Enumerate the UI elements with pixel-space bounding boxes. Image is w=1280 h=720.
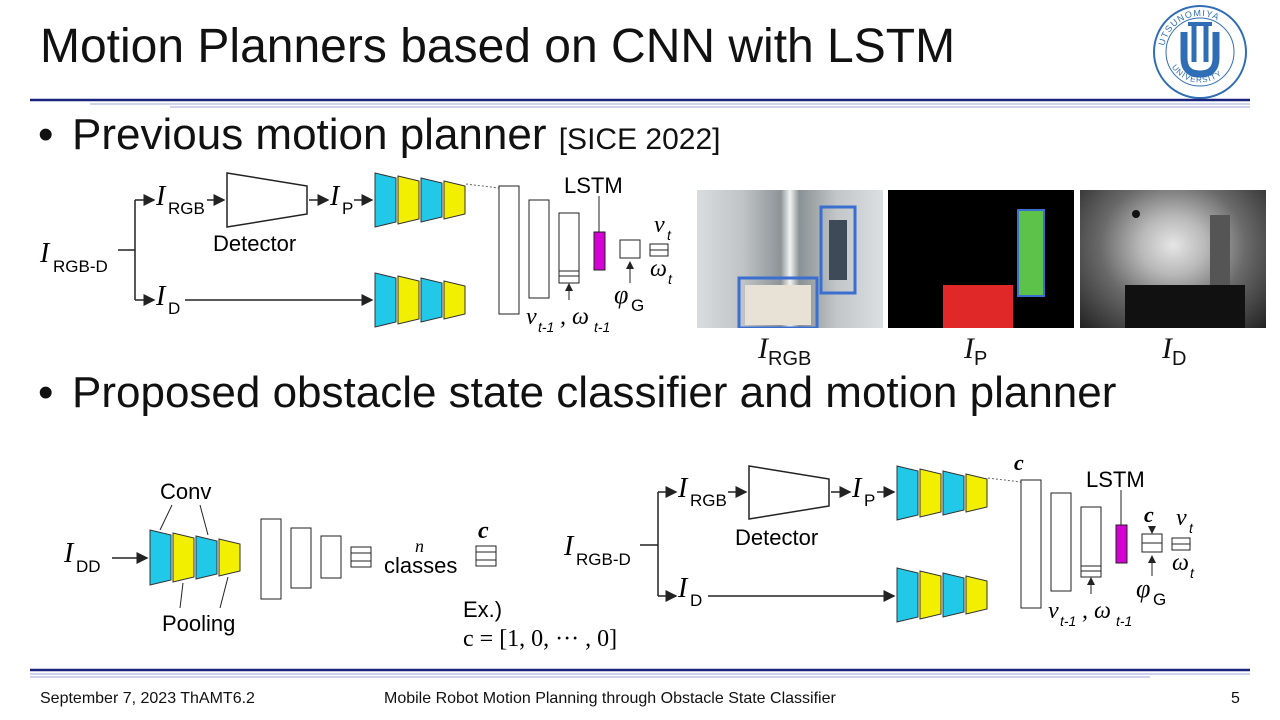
- top-cnn-depth: [375, 273, 465, 327]
- previous-planner-diagram: I RGB-D I RGB Detector I P I D: [39, 173, 673, 335]
- planner-input-label: I: [563, 531, 575, 562]
- top-fc-layer-1: [499, 186, 519, 314]
- top-rgb-sub: RGB: [168, 199, 205, 218]
- conv-label: Conv: [160, 479, 211, 504]
- top-phi-label: φ: [614, 280, 628, 309]
- planner-detector-label: Detector: [735, 525, 818, 550]
- planner-c-top: c: [1014, 450, 1024, 475]
- planner-lstm-label: LSTM: [1086, 467, 1145, 492]
- top-w-label: ω: [650, 256, 667, 282]
- planner-phi-label: φ: [1136, 574, 1150, 603]
- page-number: 5: [1231, 690, 1240, 708]
- proposed-planner-diagram: I RGB-D I RGB Detector I P I D c LSTM: [563, 450, 1195, 629]
- planner-v-sub: t: [1189, 520, 1194, 536]
- footer-date: September 7, 2023 ThAMT6.2: [40, 690, 255, 708]
- planner-input-sub: RGB-D: [576, 550, 631, 569]
- planner-rgb-sub: RGB: [690, 491, 727, 510]
- top-d-label: I: [155, 281, 167, 312]
- planner-d-sub: D: [690, 591, 702, 610]
- classifier-diagram: I DD Conv Pooling n classes c Ex.) c = […: [63, 479, 617, 652]
- top-p-label: I: [329, 181, 341, 212]
- top-detector-label: Detector: [213, 231, 296, 256]
- planner-phi-sub: G: [1153, 590, 1166, 609]
- top-prev-w: , ω: [560, 304, 589, 330]
- planner-prev-w-sub: t-1: [1116, 613, 1132, 629]
- top-prev-v-sub: t-1: [538, 319, 554, 335]
- top-input-sub: RGB-D: [53, 257, 108, 276]
- top-rgb-label: I: [155, 181, 167, 212]
- planner-rgb-label: I: [677, 473, 689, 504]
- top-prev-w-sub: t-1: [594, 319, 610, 335]
- classifier-input-sub: DD: [76, 557, 101, 576]
- top-lstm-cell: [594, 232, 605, 270]
- classes-label: classes: [384, 553, 457, 578]
- top-fc-layer-2: [529, 200, 549, 298]
- planner-prev-v: v: [1048, 598, 1059, 624]
- planner-w-sub: t: [1190, 565, 1195, 581]
- classifier-input-label: I: [63, 538, 75, 569]
- top-v-label: v: [654, 212, 665, 238]
- top-v-sub: t: [667, 227, 672, 243]
- top-goal-box: [620, 240, 640, 258]
- planner-prev-w: , ω: [1082, 598, 1111, 624]
- top-w-sub: t: [668, 271, 673, 287]
- class-vector-box: [476, 546, 496, 566]
- planner-w-label: ω: [1172, 550, 1189, 576]
- top-cnn-rgb: [375, 173, 465, 227]
- top-phi-sub: G: [631, 296, 644, 315]
- top-detector-shape: [227, 173, 307, 227]
- top-d-sub: D: [168, 299, 180, 318]
- planner-prev-v-sub: t-1: [1060, 613, 1076, 629]
- planner-d-label: I: [677, 573, 689, 604]
- footer-title: Mobile Robot Motion Planning through Obs…: [384, 690, 836, 708]
- top-input-label: I: [39, 238, 51, 269]
- example-vector: c = [1, 0, ··· , 0]: [463, 626, 617, 652]
- top-lstm-label: LSTM: [564, 173, 623, 198]
- planner-p-sub: P: [864, 491, 875, 510]
- top-p-sub: P: [342, 199, 353, 218]
- example-label: Ex.): [463, 597, 502, 622]
- top-fc-layer-3: [559, 213, 579, 283]
- pooling-label: Pooling: [162, 611, 235, 636]
- classifier-c-label: c: [478, 518, 489, 544]
- top-prev-v: v: [526, 304, 537, 330]
- planner-v-label: v: [1176, 505, 1187, 531]
- planner-c-right: c: [1144, 502, 1154, 527]
- planner-p-label: I: [851, 473, 863, 504]
